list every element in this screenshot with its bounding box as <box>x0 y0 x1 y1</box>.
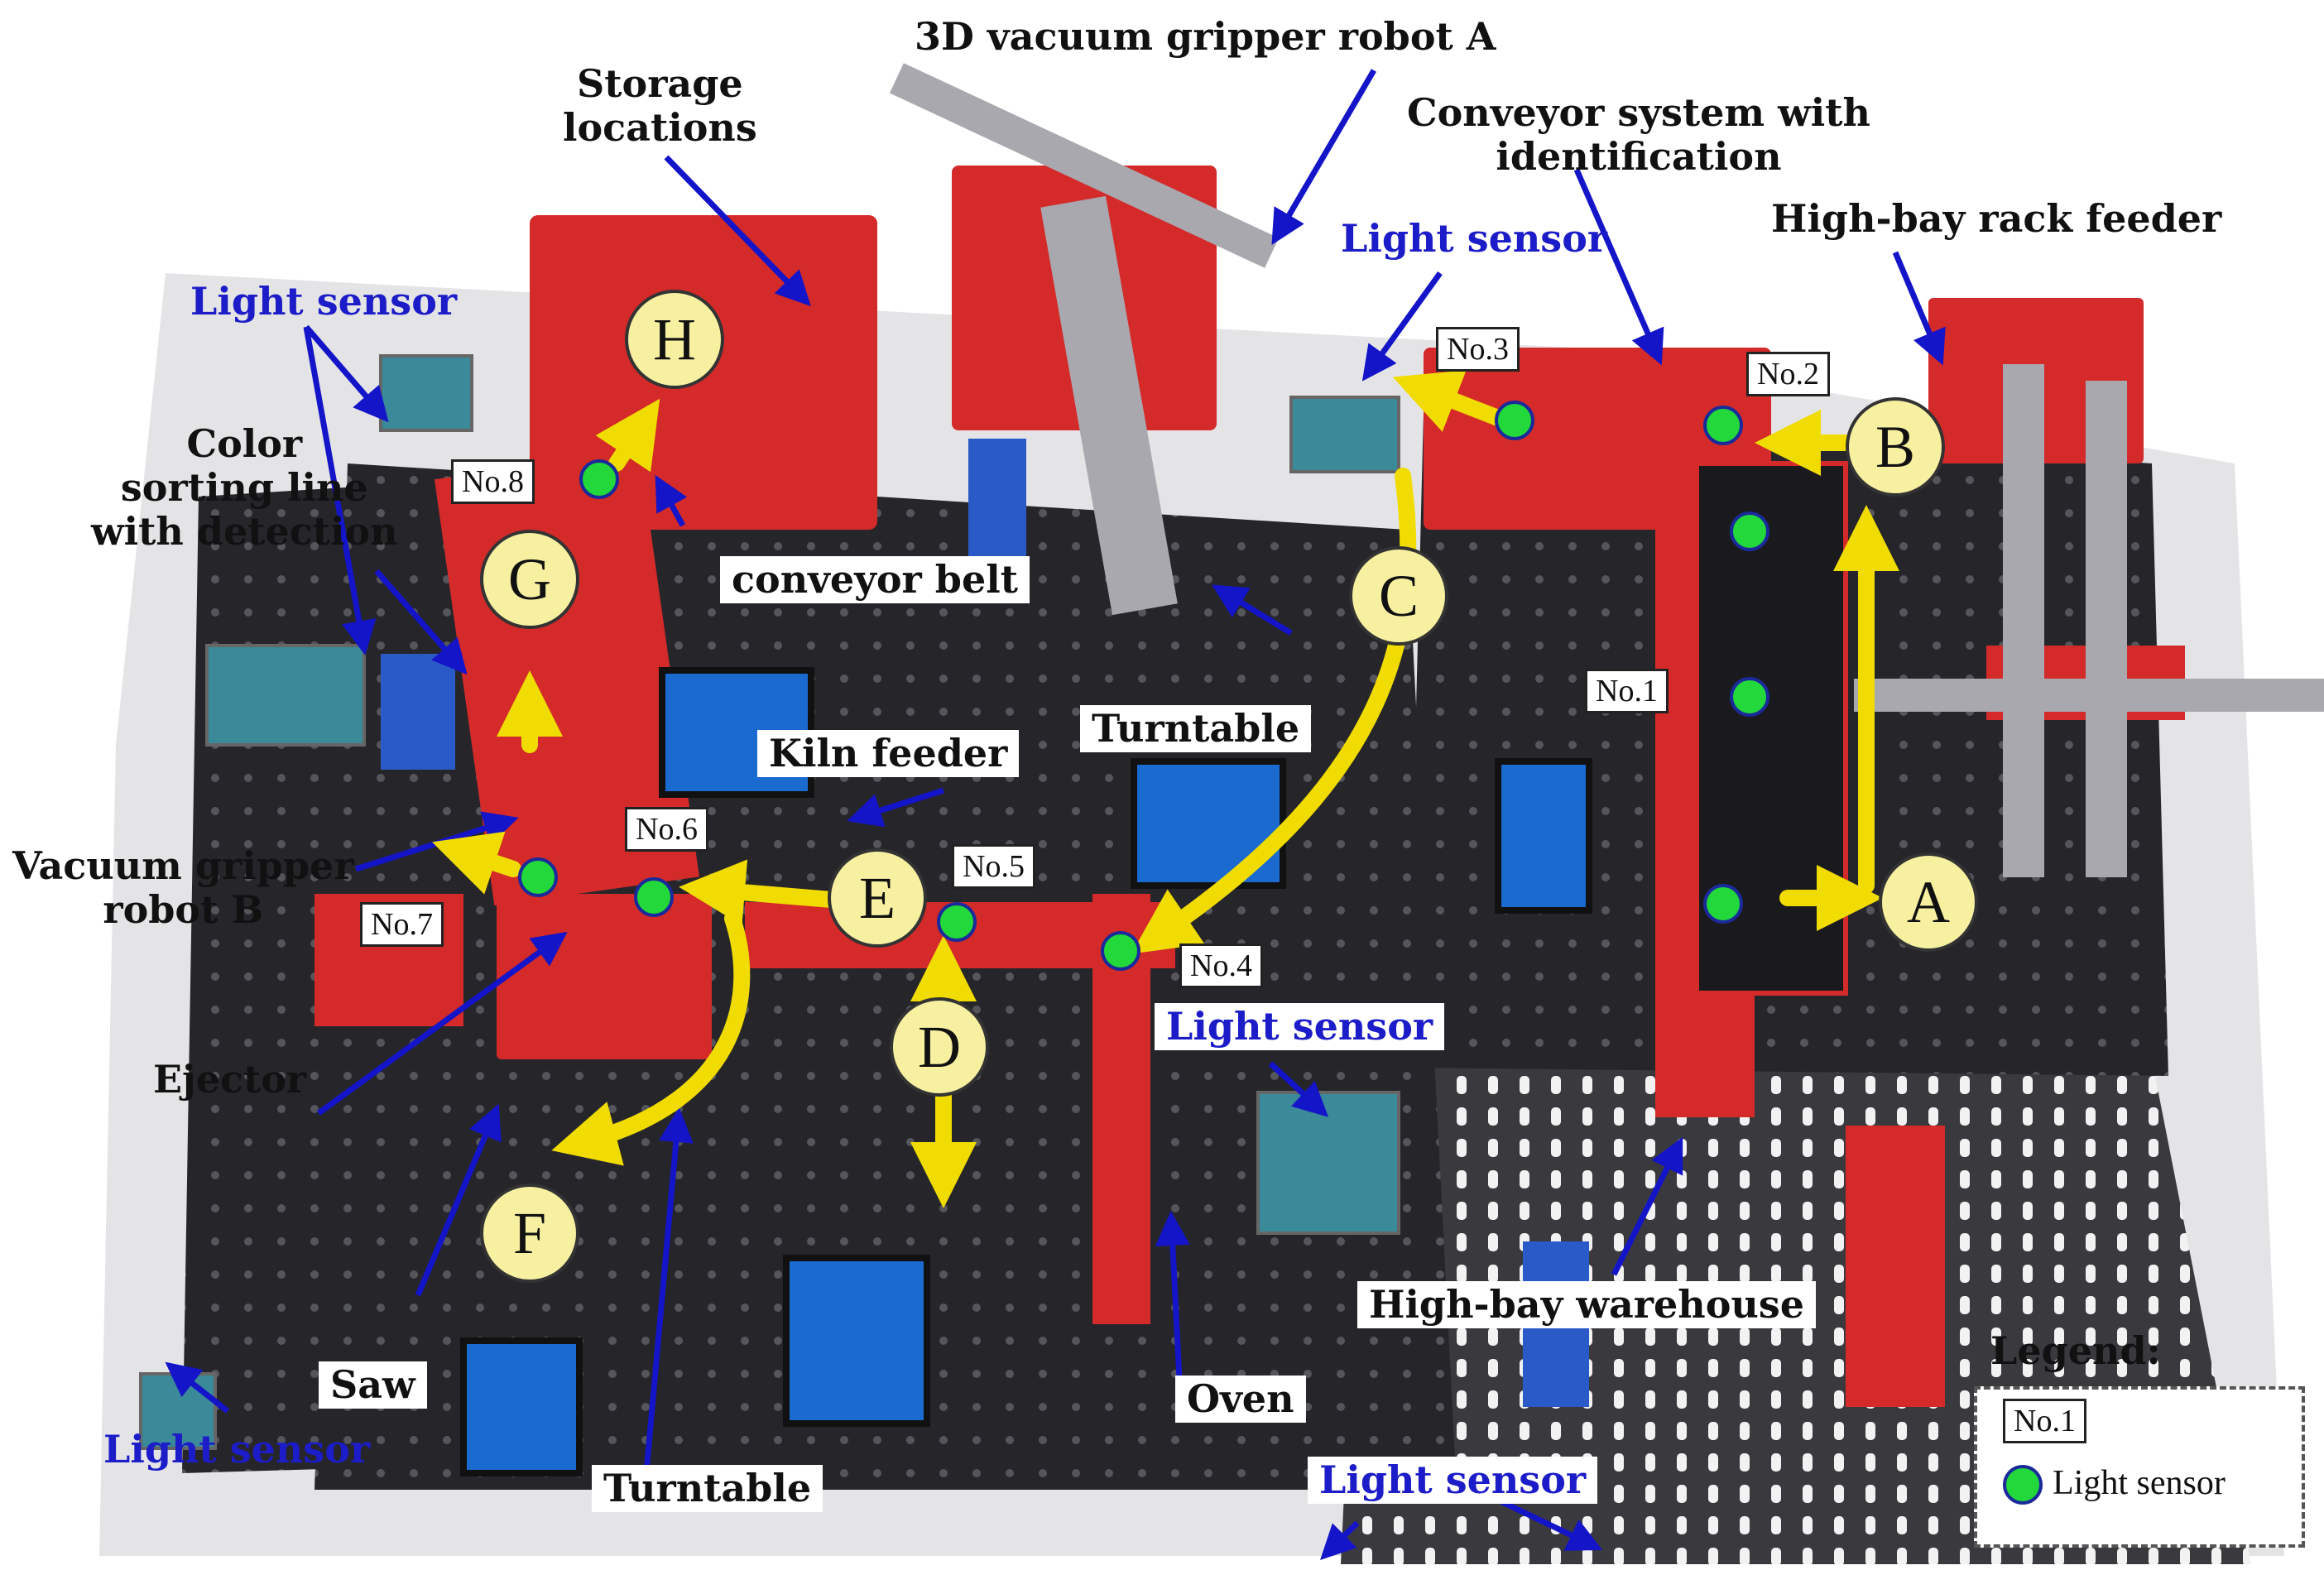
station-f: F <box>480 1184 579 1283</box>
label-turntable-bottom: Turntable <box>592 1465 823 1512</box>
sensor-tag-no3: No.3 <box>1436 327 1520 372</box>
station-b: B <box>1846 397 1945 497</box>
legend-title: Legend: <box>1990 1328 2161 1373</box>
sensor-dot-5 <box>937 902 977 942</box>
station-e: E <box>828 848 927 948</box>
station-h: H <box>625 290 724 389</box>
sensor-tag-no8: No.8 <box>451 459 535 504</box>
sensor-tag-no6: No.6 <box>625 807 708 852</box>
label-light-sensor-bottom: Light sensor <box>1308 1457 1598 1504</box>
sensor-boards <box>139 354 1400 1450</box>
sensor-tag-no2: No.2 <box>1746 352 1830 396</box>
label-kiln-feeder: Kiln feeder <box>757 730 1020 777</box>
label-light-sensor-mid: Light sensor <box>1155 1003 1445 1050</box>
label-light-sensor-bottom-left: Light sensor <box>103 1427 371 1472</box>
label-color-sorting: Color sorting line with detection <box>91 421 398 554</box>
label-high-bay-warehouse: High-bay warehouse <box>1357 1281 1816 1328</box>
label-robot-a: 3D vacuum gripper robot A <box>915 14 1496 59</box>
station-g: G <box>480 530 579 629</box>
sensor-tag-no4: No.4 <box>1179 943 1263 988</box>
sensor-dot-3 <box>1495 401 1534 440</box>
sensor-tag-no1: No.1 <box>1585 669 1669 713</box>
label-oven: Oven <box>1175 1376 1306 1423</box>
pointer-arrows <box>165 69 1946 1560</box>
label-storage: Storage locations <box>563 61 757 150</box>
label-ejector: Ejector <box>153 1057 307 1102</box>
label-conveyor-belt: conveyor belt <box>720 556 1030 603</box>
sensor-dot-2 <box>1703 406 1743 445</box>
label-rack-feeder: High-bay rack feeder <box>1771 196 2222 241</box>
legend-sensor-tag: No.1 <box>2003 1399 2086 1443</box>
legend-dot-label: Light sensor <box>2053 1464 2226 1502</box>
sensor-dot-1 <box>1730 677 1769 717</box>
sensor-dot-4 <box>1101 931 1140 971</box>
sensor-dot-8 <box>579 459 619 499</box>
station-c: C <box>1349 546 1448 646</box>
label-conveyor-system: Conveyor system with identification <box>1407 90 1870 179</box>
label-vacuum-b: Vacuum gripper robot B <box>12 843 354 932</box>
station-d: D <box>890 997 989 1097</box>
rails <box>889 63 2324 877</box>
sensor-dot-6 <box>634 877 674 917</box>
sensor-tag-no7: No.7 <box>360 902 444 947</box>
sensor-dot-7 <box>518 857 558 897</box>
legend-sensor-dot <box>2003 1465 2043 1505</box>
label-light-sensor-top: Light sensor <box>1341 216 1608 261</box>
sensor-dot-10 <box>1703 884 1743 924</box>
station-a: A <box>1879 852 1978 952</box>
label-saw: Saw <box>319 1361 427 1409</box>
sensor-dot-9 <box>1730 511 1769 551</box>
label-turntable-top: Turntable <box>1080 705 1312 752</box>
sensor-tag-no5: No.5 <box>952 844 1035 889</box>
label-light-sensor-left: Light sensor <box>190 279 458 324</box>
